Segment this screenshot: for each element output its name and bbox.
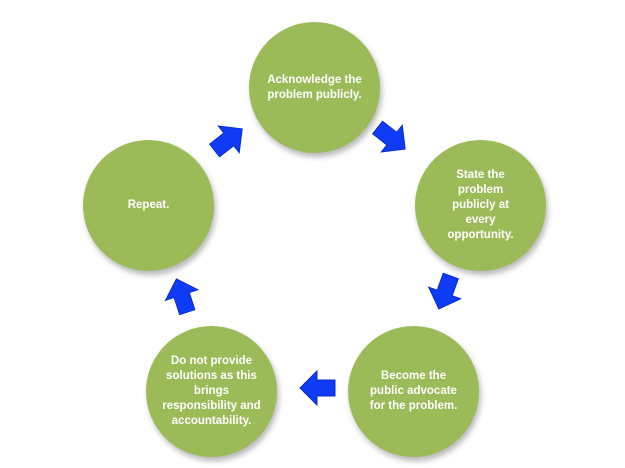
- cycle-step-label: State the problem publicly at every oppo…: [447, 169, 514, 241]
- cycle-step-advocate: Become the public advocate for the probl…: [348, 326, 479, 457]
- block-arrow-icon: [299, 369, 336, 407]
- cycle-step-label: Acknowledge the problem publicly.: [267, 73, 362, 101]
- cycle-step-label: Do not provide solutions as this brings …: [162, 355, 261, 427]
- cycle-step-repeat: Repeat.: [83, 140, 214, 271]
- block-arrow-icon: [208, 125, 243, 158]
- cycle-step-label: Repeat.: [127, 199, 170, 211]
- block-arrow-icon: [371, 120, 406, 153]
- cycle-step-label: Become the public advocate for the probl…: [369, 370, 458, 412]
- block-arrow-icon: [164, 278, 200, 316]
- block-arrow-icon: [427, 272, 462, 310]
- cycle-step-state-publicly: State the problem publicly at every oppo…: [415, 140, 546, 271]
- cycle-step-no-solutions: Do not provide solutions as this brings …: [146, 326, 277, 457]
- cycle-step-acknowledge: Acknowledge the problem publicly.: [249, 22, 380, 153]
